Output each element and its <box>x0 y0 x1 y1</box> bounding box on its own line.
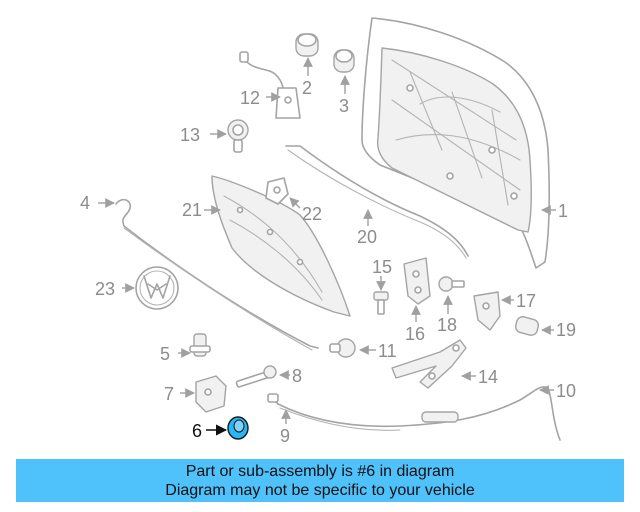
callout-8: 8 <box>292 366 302 386</box>
bolt-8 <box>235 365 277 388</box>
callout-10: 10 <box>556 381 576 401</box>
plug-19 <box>514 316 540 336</box>
hood-panel <box>361 17 551 269</box>
bolt-13 <box>227 119 249 153</box>
clip-22 <box>265 177 289 205</box>
callout-12: 12 <box>240 88 260 108</box>
callout-3: 3 <box>339 96 349 116</box>
callout-4: 4 <box>80 193 90 213</box>
release-cable <box>115 198 319 351</box>
callout-7: 7 <box>164 384 174 404</box>
callout-22: 22 <box>302 204 322 224</box>
highlighted-part-6 <box>227 416 249 440</box>
rubber-stop <box>333 49 355 73</box>
release-cable-lower <box>267 386 561 441</box>
callout-23: 23 <box>95 279 115 299</box>
callout-11: 11 <box>378 341 397 361</box>
latch <box>403 257 431 305</box>
grommet-11 <box>329 338 356 358</box>
callout-1: 1 <box>558 201 568 221</box>
insulation-pad <box>211 175 351 317</box>
callout-18: 18 <box>437 315 457 335</box>
hood-hinge <box>391 339 467 389</box>
hinge-bracket <box>239 51 301 119</box>
hood-bumper <box>295 33 319 57</box>
callout-14: 14 <box>478 367 498 387</box>
banner-line-2: Diagram may not be specific to your vehi… <box>165 481 475 499</box>
callout-2: 2 <box>302 78 312 98</box>
callout-21: 21 <box>182 200 202 220</box>
emblem <box>135 266 179 310</box>
callout-15: 15 <box>372 257 392 277</box>
prop-rod <box>285 145 469 259</box>
bracket-17 <box>473 291 501 331</box>
bolt-18 <box>438 276 465 292</box>
callout-5: 5 <box>160 344 170 364</box>
callout-20: 20 <box>357 227 377 247</box>
callout-17: 17 <box>516 291 536 311</box>
callout-16: 16 <box>405 324 425 344</box>
callout-19: 19 <box>556 320 576 340</box>
lock-block <box>195 375 227 413</box>
stud-5 <box>189 333 211 357</box>
callout-6: 6 <box>192 421 202 441</box>
bolt-15 <box>373 291 389 315</box>
info-banner: Part or sub-assembly is #6 in diagram Di… <box>16 459 624 502</box>
callout-9: 9 <box>280 426 290 446</box>
banner-line-1: Part or sub-assembly is #6 in diagram <box>185 462 455 480</box>
callout-13: 13 <box>180 125 200 145</box>
